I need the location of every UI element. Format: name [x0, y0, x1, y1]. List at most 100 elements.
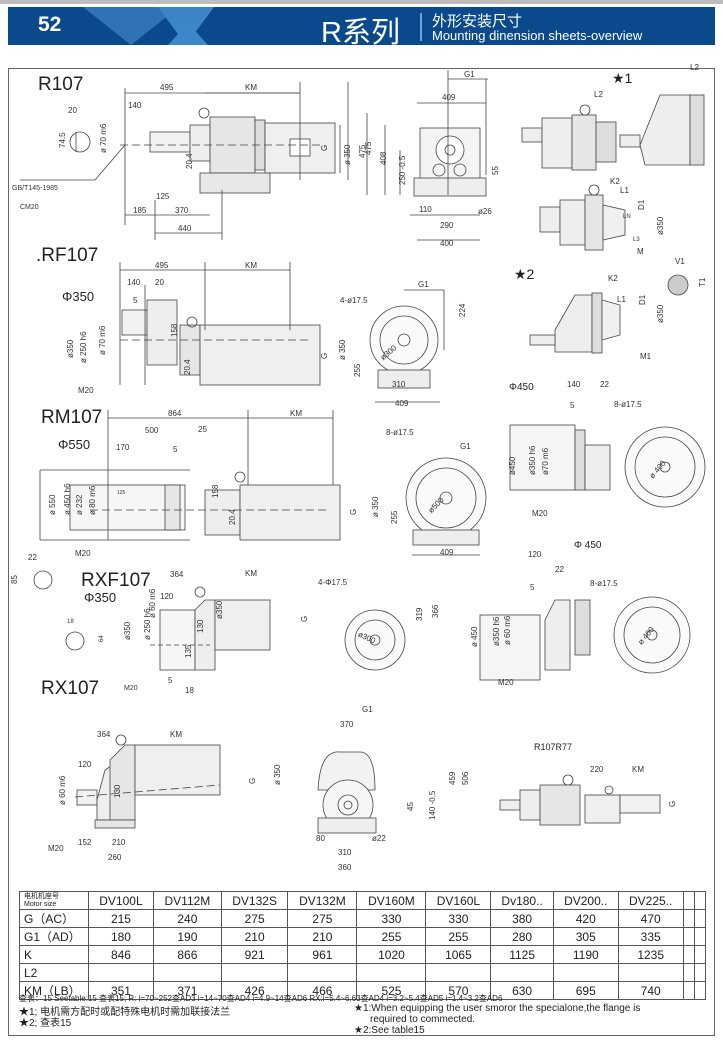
- dim-label: ø22: [372, 834, 386, 843]
- model-title-rf107: .RF107: [36, 245, 99, 266]
- dim-label: M1: [640, 352, 652, 361]
- table-cell: 255: [356, 927, 427, 946]
- flange-450-b: Φ 450: [574, 540, 602, 551]
- dim-label: 20.4: [185, 153, 194, 169]
- standard-label: GB/T145-1985: [12, 185, 58, 192]
- table-cell: 240: [152, 909, 222, 928]
- table-cell: 866: [152, 945, 222, 964]
- r107r77-view: [499, 774, 661, 826]
- table-cell: 470: [617, 909, 684, 928]
- dim-label: 864: [168, 409, 182, 418]
- table-cell: [287, 963, 358, 982]
- dim-label: 5: [570, 401, 575, 410]
- dim-label: 360: [338, 863, 352, 872]
- dim-label: 22: [28, 553, 37, 562]
- flange-450-a-view: [509, 424, 706, 508]
- dim-label: 120: [528, 550, 542, 559]
- series-title: R系列: [321, 17, 400, 45]
- dim-label: 506: [461, 771, 470, 785]
- dim-label: G1: [464, 70, 475, 79]
- flange-450-b-view: [479, 596, 691, 681]
- dim-label: 25: [198, 425, 207, 434]
- table-header-row: 电机机座号 Motor size DV100L DV112M DV132S DV…: [19, 891, 707, 910]
- table-cell: [693, 909, 707, 928]
- dim-label: 20.4: [228, 509, 237, 525]
- dim-label: ø 60 m6: [148, 588, 157, 618]
- table-cell: 1020: [356, 945, 427, 964]
- table-cell: 1235: [617, 945, 684, 964]
- table-cell: 846: [88, 945, 154, 964]
- dim-label: 74.5: [58, 132, 67, 148]
- dim-label: L2: [594, 90, 603, 99]
- dim-label: 125: [156, 192, 170, 201]
- header-decoration: [168, 23, 208, 45]
- model-title-rx107: RX107: [41, 678, 100, 699]
- table-cell: 695: [552, 981, 619, 1000]
- table-cell: [425, 963, 492, 982]
- dim-label: KM: [245, 83, 257, 92]
- dim-label: ø 450 h6: [63, 483, 72, 515]
- rf107-side-view: [119, 262, 321, 386]
- top-rule: [0, 0, 723, 4]
- dim-label: G: [349, 509, 358, 515]
- table-cell: [152, 963, 222, 982]
- dim-label: KM: [170, 730, 182, 739]
- dim-label: 5: [173, 445, 178, 454]
- dim-label: 4-Φ17.5: [318, 578, 348, 587]
- dim-label: G: [320, 353, 329, 359]
- dim-label: M: [637, 247, 644, 256]
- dim-label: G: [320, 145, 329, 151]
- dim-label: 370: [175, 206, 189, 215]
- column-header: DV132M: [287, 891, 358, 910]
- table-cell: 525: [356, 981, 427, 1000]
- dim-label: 250 -0.5: [398, 155, 407, 185]
- dim-label: 500: [145, 426, 159, 435]
- dim-label: ø26: [478, 207, 492, 216]
- flange-450-a: Φ450: [509, 382, 534, 393]
- table-cell: [220, 963, 289, 982]
- column-header: [682, 891, 695, 910]
- dim-label: 20: [68, 106, 77, 115]
- dim-label: KM: [632, 765, 644, 774]
- dim-label: ø 250 h6: [79, 331, 88, 363]
- table-cell: 335: [617, 927, 684, 946]
- dim-label: 220: [590, 765, 604, 774]
- dimension-labels: 495 KM 140 20 74.5 ø 70 m6 20.4 G ø 350 …: [10, 63, 707, 872]
- dim-label: 310: [392, 380, 406, 389]
- dim-label: ø 60 m6: [58, 775, 67, 805]
- dim-label: V1: [675, 257, 685, 266]
- column-header: DV160L: [425, 891, 492, 910]
- dim-label: 22: [600, 380, 609, 389]
- table-cell: 210: [287, 927, 358, 946]
- table-cell: 305: [552, 927, 619, 946]
- dim-label: L2: [690, 63, 699, 72]
- table-cell: 275: [220, 909, 289, 928]
- dim-label: 475: [358, 144, 367, 158]
- rm107-side-view: [39, 410, 341, 541]
- table-cell: [682, 963, 695, 982]
- table-cell: 740: [617, 981, 684, 1000]
- dim-label: ø350 h6: [492, 616, 501, 646]
- dim-label: ø 70 m6: [98, 325, 107, 355]
- table-cell: [693, 963, 707, 982]
- dim-label: 409: [395, 399, 409, 408]
- dim-label: 64: [99, 635, 105, 642]
- table-cell: [356, 963, 427, 982]
- model-title-rxf107: RXF107: [81, 570, 151, 591]
- dim-label: ø350: [656, 216, 665, 235]
- table-header-cell: 电机机座号 Motor size: [19, 891, 89, 910]
- dim-label: 45: [406, 802, 415, 811]
- dim-label: 110: [419, 205, 432, 214]
- rx107-side-view: [74, 734, 221, 829]
- dim-label: ø 250 h6: [143, 608, 152, 640]
- table-cell: 180: [88, 927, 154, 946]
- flange-rm107: Φ550: [58, 437, 91, 452]
- thread-label: CM20: [20, 204, 39, 211]
- dim-label: G: [248, 778, 257, 784]
- dim-label: ø 80 m6: [88, 485, 97, 515]
- dim-label: G1: [460, 442, 471, 451]
- table-cell: 1190: [552, 945, 619, 964]
- dim-label: 255: [353, 363, 362, 377]
- table-cell: [693, 981, 707, 1000]
- column-header: Dv180..: [490, 891, 554, 910]
